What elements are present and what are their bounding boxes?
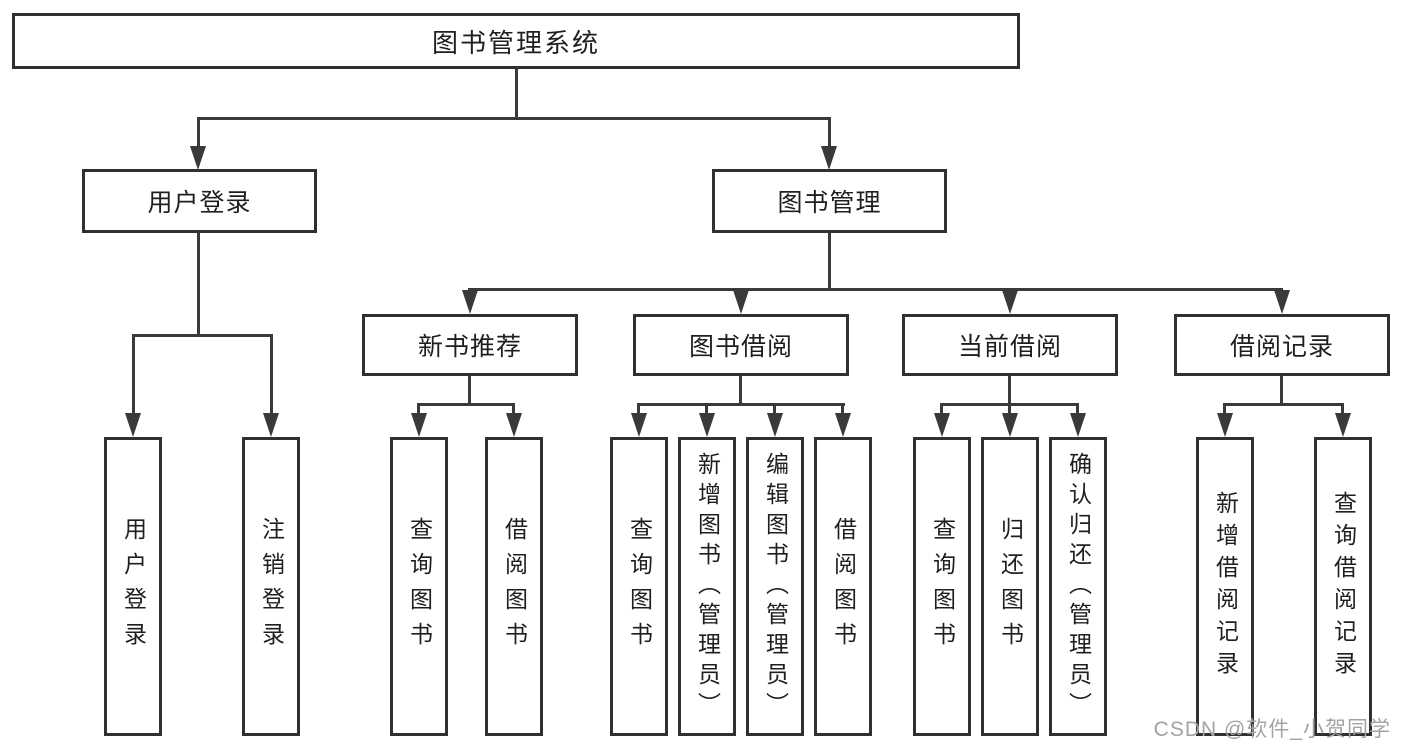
node-new-book-recommend-box: 新书推荐 xyxy=(362,314,578,376)
leaf-return-book-box: 归还图书 xyxy=(981,437,1039,736)
node-new-book-recommend-label: 新书推荐 xyxy=(417,333,522,361)
arrow-down-icon xyxy=(821,146,837,170)
connector-line xyxy=(705,403,708,416)
connector-line xyxy=(637,403,845,406)
connector-line xyxy=(417,403,420,416)
arrow-down-icon xyxy=(1002,413,1018,437)
arrow-down-icon xyxy=(1335,413,1351,437)
leaf-query-books-current-box: 查询图书 xyxy=(913,437,971,736)
connector-line xyxy=(828,117,831,149)
leaf-logout-box: 注销登录 xyxy=(242,437,300,736)
connector-line xyxy=(1341,403,1344,416)
connector-line xyxy=(197,117,200,149)
arrow-down-icon xyxy=(767,413,783,437)
leaf-user-login-box: 用户登录 xyxy=(104,437,162,736)
node-book-management-box: 图书管理 xyxy=(712,169,947,233)
node-borrowing-records-label: 借阅记录 xyxy=(1229,333,1334,361)
node-root-label: 图书管理系统 xyxy=(431,27,600,58)
leaf-query-books-borrowing-label: 查询图书 xyxy=(626,516,653,657)
leaf-query-books-borrowing-box: 查询图书 xyxy=(610,437,668,736)
connector-line xyxy=(773,403,776,416)
leaf-edit-book-admin-label: 编辑图书（管理员） xyxy=(762,451,789,722)
arrow-down-icon xyxy=(699,413,715,437)
connector-line xyxy=(197,233,200,336)
connector-line xyxy=(940,403,943,416)
connector-line xyxy=(468,376,471,406)
leaf-confirm-return-admin-label: 确认归还（管理员） xyxy=(1065,451,1092,722)
leaf-query-borrow-record-box: 查询借阅记录 xyxy=(1314,437,1372,736)
arrow-down-icon xyxy=(934,413,950,437)
leaf-query-books-recommend-label: 查询图书 xyxy=(406,516,433,657)
arrow-down-icon xyxy=(1070,413,1086,437)
connector-line xyxy=(828,233,831,290)
arrow-down-icon xyxy=(125,413,141,437)
connector-line xyxy=(1223,403,1344,406)
node-root-box: 图书管理系统 xyxy=(12,13,1020,69)
arrow-down-icon xyxy=(506,413,522,437)
leaf-user-login-label: 用户登录 xyxy=(120,516,147,657)
node-borrowing-records-box: 借阅记录 xyxy=(1174,314,1390,376)
connector-line xyxy=(468,288,1282,291)
arrow-down-icon xyxy=(1274,290,1290,314)
connector-line xyxy=(1076,403,1079,416)
leaf-borrow-books-recommend-box: 借阅图书 xyxy=(485,437,543,736)
arrow-down-icon xyxy=(190,146,206,170)
node-book-borrowing-box: 图书借阅 xyxy=(633,314,849,376)
leaf-query-borrow-record-label: 查询借阅记录 xyxy=(1330,490,1357,683)
arrow-down-icon xyxy=(835,413,851,437)
leaf-borrow-books-recommend-label: 借阅图书 xyxy=(501,516,528,657)
node-current-borrowing-box: 当前借阅 xyxy=(902,314,1118,376)
leaf-query-books-current-label: 查询图书 xyxy=(929,516,956,657)
connector-line xyxy=(512,403,515,416)
arrow-down-icon xyxy=(462,290,478,314)
arrow-down-icon xyxy=(631,413,647,437)
arrow-down-icon xyxy=(263,413,279,437)
connector-line xyxy=(841,403,844,416)
connector-line xyxy=(270,334,273,416)
leaf-edit-book-admin-box: 编辑图书（管理员） xyxy=(746,437,804,736)
leaf-borrow-books-borrowing-box: 借阅图书 xyxy=(814,437,872,736)
arrow-down-icon xyxy=(733,290,749,314)
connector-line xyxy=(1280,376,1283,406)
node-user-login-box: 用户登录 xyxy=(82,169,317,233)
node-book-management-label: 图书管理 xyxy=(777,189,882,217)
connector-line xyxy=(1223,403,1226,416)
leaf-borrow-books-borrowing-label: 借阅图书 xyxy=(830,516,857,657)
leaf-add-book-admin-label: 新增图书（管理员） xyxy=(694,451,721,722)
leaf-add-borrow-record-label: 新增借阅记录 xyxy=(1212,490,1239,683)
arrow-down-icon xyxy=(1002,290,1018,314)
leaf-add-borrow-record-box: 新增借阅记录 xyxy=(1196,437,1254,736)
connector-line xyxy=(1008,376,1011,406)
leaf-confirm-return-admin-box: 确认归还（管理员） xyxy=(1049,437,1107,736)
node-user-login-label: 用户登录 xyxy=(147,189,252,217)
connector-line xyxy=(515,69,518,118)
leaf-query-books-recommend-box: 查询图书 xyxy=(390,437,448,736)
connector-line xyxy=(1008,403,1011,416)
arrow-down-icon xyxy=(1217,413,1233,437)
leaf-add-book-admin-box: 新增图书（管理员） xyxy=(678,437,736,736)
connector-line xyxy=(132,334,135,416)
node-book-borrowing-label: 图书借阅 xyxy=(688,333,793,361)
connector-line xyxy=(739,376,742,406)
node-current-borrowing-label: 当前借阅 xyxy=(957,333,1062,361)
connector-line xyxy=(637,403,640,416)
connector-line xyxy=(197,117,831,120)
csdn-watermark: CSDN @软件_小贺同学 xyxy=(1153,718,1391,741)
leaf-logout-label: 注销登录 xyxy=(258,516,285,657)
arrow-down-icon xyxy=(411,413,427,437)
connector-line xyxy=(132,334,272,337)
leaf-return-book-label: 归还图书 xyxy=(997,516,1024,657)
connector-line xyxy=(417,403,515,406)
